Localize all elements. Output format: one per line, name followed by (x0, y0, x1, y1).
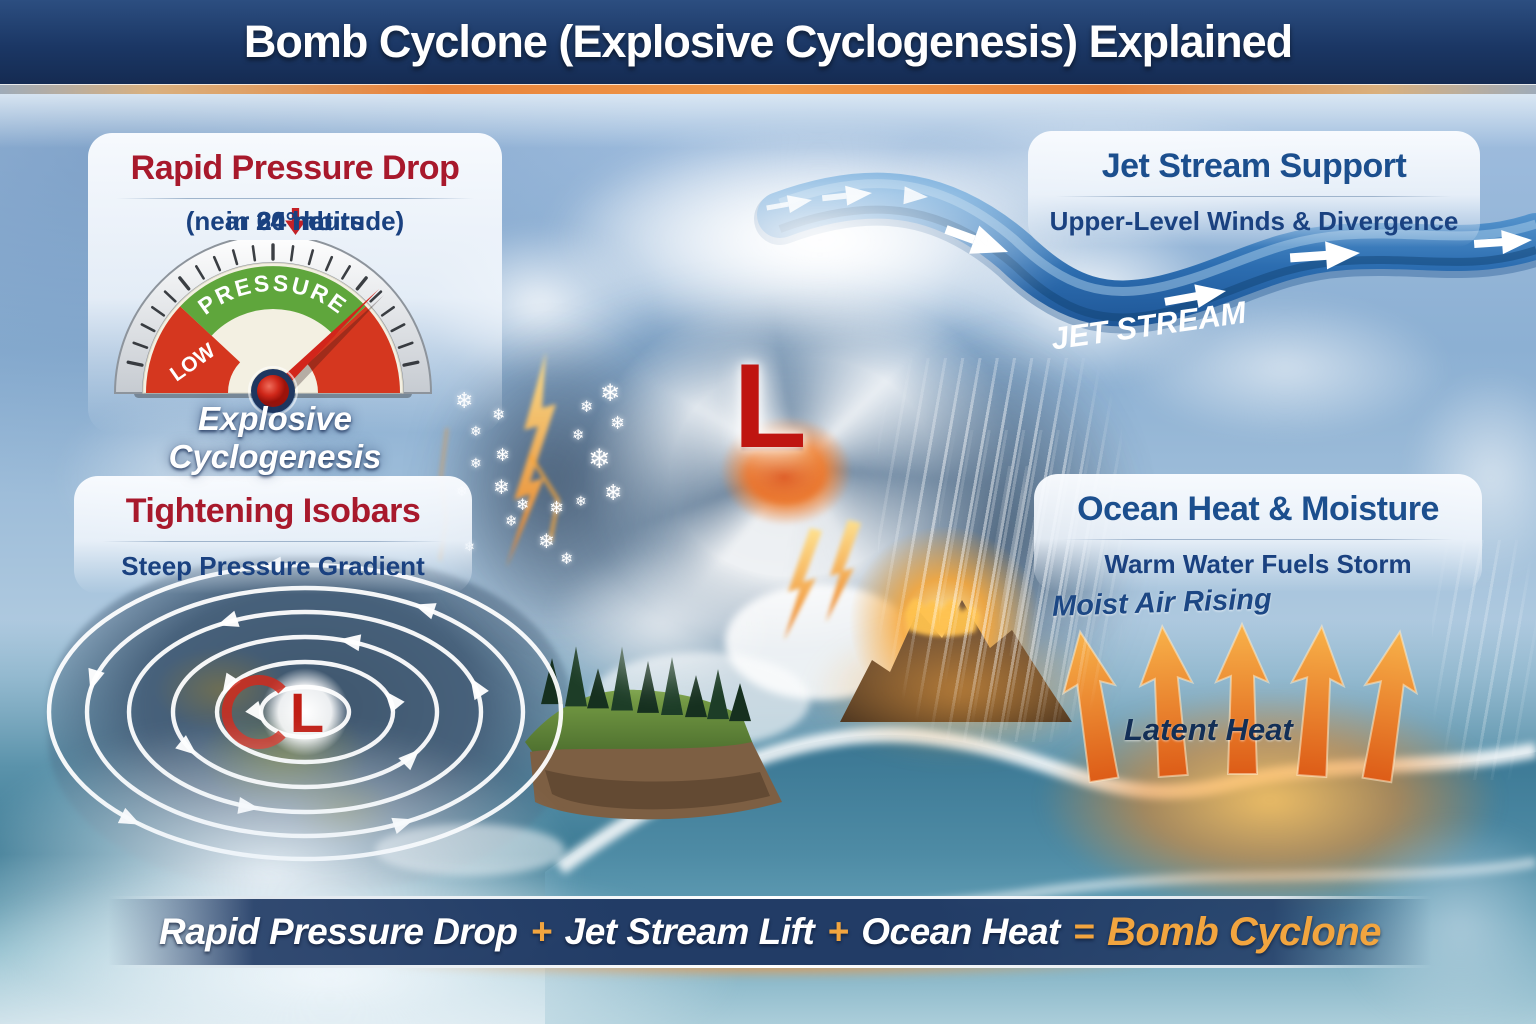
snowflake-icon: ❄ (604, 480, 623, 505)
panel-subtitle: 24 mb in 24 hours (near 60° latitude) (88, 206, 502, 236)
snowflake-icon: ❄ (580, 399, 594, 416)
summary-term-2: Jet Stream Lift (564, 911, 815, 952)
panel-ocean-heat-moisture: Ocean Heat & Moisture Warm Water Fuels S… (1034, 474, 1482, 592)
stat-value: 24 mb (257, 206, 333, 236)
divider (1062, 539, 1454, 540)
panel-rapid-pressure-drop: Rapid Pressure Drop 24 mb in 24 hours (n… (88, 133, 502, 433)
page-title: Bomb Cyclone (Explosive Cyclogenesis) Ex… (243, 16, 1293, 67)
snowflake-icon: ❄ (610, 413, 626, 433)
plus-icon: + (827, 911, 849, 952)
panel-title: Jet Stream Support (1101, 147, 1407, 185)
snowflake-icon: ❄ (493, 477, 510, 499)
snowflake-icon: ❄ (495, 445, 511, 465)
low-pressure-symbol: L (733, 339, 807, 473)
latent-heat-label: Latent Heat (1124, 712, 1293, 747)
snowflake-icon: ❄ (560, 551, 574, 568)
summary-banner: Rapid Pressure Drop + Jet Stream Lift + … (108, 896, 1432, 968)
down-arrow-icon (284, 208, 306, 235)
summary-result: Bomb Cyclone (1106, 909, 1382, 954)
snowflake-icon: ❄ (516, 497, 530, 514)
snowflake-icon: ❄ (600, 380, 621, 407)
stat-text: in 24 hours (225, 206, 365, 236)
snowflake-icon: ❄ (572, 427, 585, 444)
isobar-backdrop (48, 556, 572, 890)
snowflake-icon: ❄ (538, 531, 555, 553)
snowflake-icon: ❄ (575, 493, 587, 509)
divider (116, 198, 474, 199)
equals-icon: = (1072, 911, 1095, 952)
snowflake-icon: ❄ (588, 444, 611, 474)
title-banner: Bomb Cyclone (Explosive Cyclogenesis) Ex… (0, 0, 1536, 84)
panel-title: Ocean Heat & Moisture (1077, 490, 1439, 528)
divider (102, 541, 444, 542)
stat-note: (near 60° latitude) (185, 206, 405, 236)
panel-jet-stream-support: Jet Stream Support Upper-Level Winds & D… (1028, 131, 1480, 247)
panel-title: Tightening Isobars (125, 492, 421, 530)
divider (1056, 196, 1452, 197)
panel-subtitle: Upper-Level Winds & Divergence (1049, 206, 1459, 236)
snowflake-icon: ❄ (549, 498, 565, 518)
snowflake-icon: ❄ (470, 455, 482, 471)
panel-subtitle: Warm Water Fuels Storm (1104, 549, 1412, 579)
plus-icon: + (530, 911, 553, 952)
panel-title: Rapid Pressure Drop (130, 149, 460, 187)
snowflake-icon: ❄ (505, 513, 518, 530)
gauge-caption: Explosive Cyclogenesis (168, 400, 382, 475)
panel-subtitle: Steep Pressure Gradient (121, 551, 425, 581)
title-accent-stripe (0, 84, 1536, 94)
panel-tightening-isobars: Tightening Isobars Steep Pressure Gradie… (74, 476, 472, 594)
summary-term-3: Ocean Heat (861, 911, 1060, 952)
summary-term-1: Rapid Pressure Drop (158, 911, 518, 952)
